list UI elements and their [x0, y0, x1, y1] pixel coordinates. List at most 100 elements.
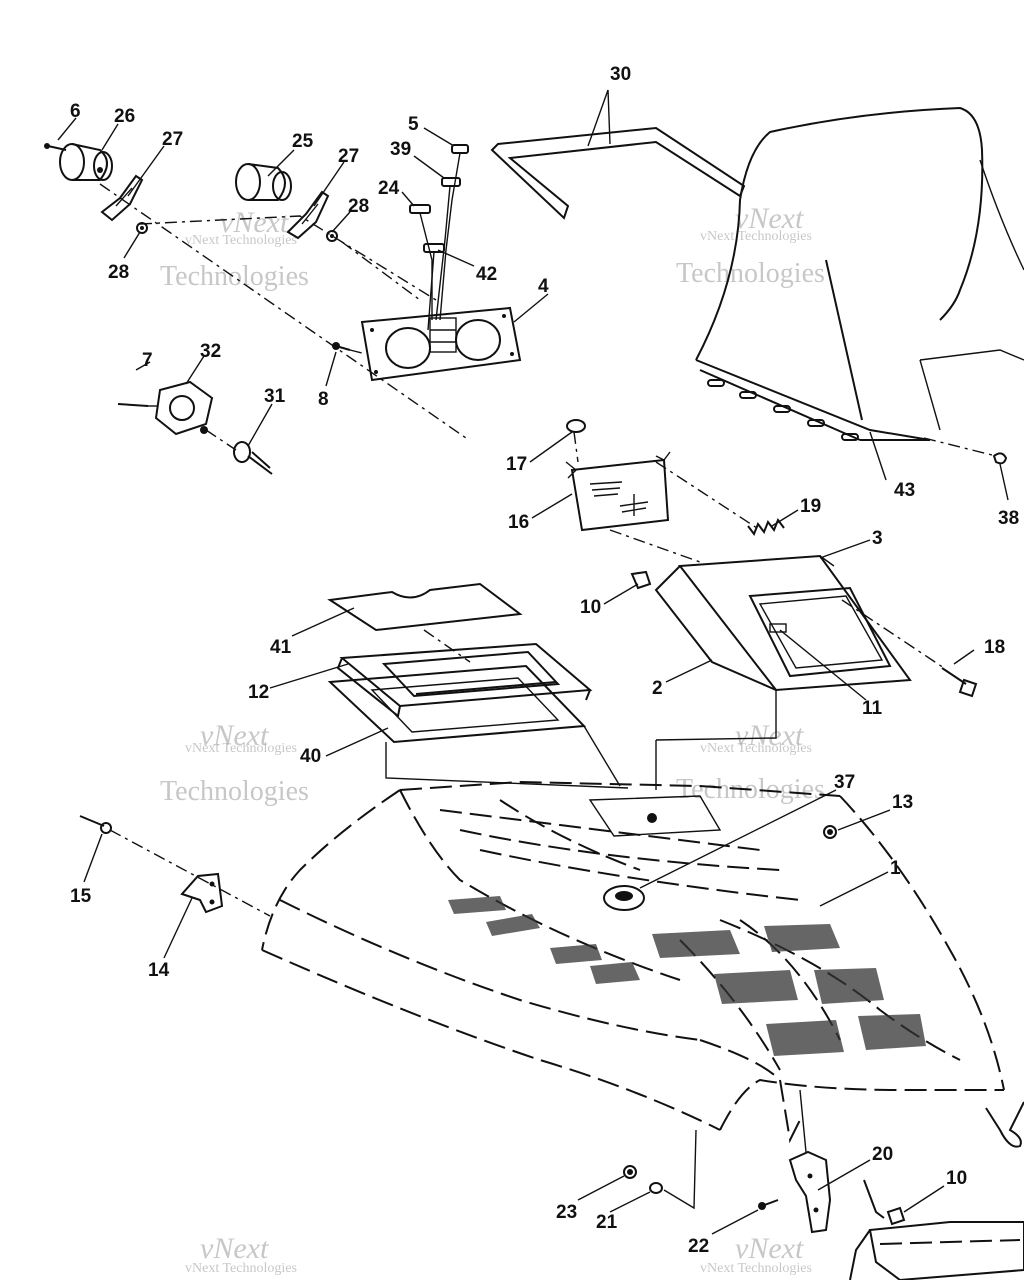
cable-eyelet	[985, 1101, 1024, 1148]
label-38: 38	[998, 508, 1019, 529]
svg-text:vNext: vNext	[735, 202, 804, 235]
label-23: 23	[556, 1202, 577, 1223]
label-24: 24	[378, 178, 400, 199]
label-1: 1	[890, 858, 901, 879]
label-42: 42	[476, 264, 497, 285]
part-37-grommet	[603, 885, 645, 911]
svg-text:vNext: vNext	[220, 206, 289, 239]
svg-text:vNext: vNext	[735, 719, 804, 752]
hood-vents	[448, 896, 926, 1056]
part-15-screw	[79, 815, 112, 834]
part-3-headlight-housing	[654, 554, 912, 692]
label-8: 8	[318, 389, 329, 410]
label-17: 17	[506, 454, 527, 475]
label-19: 19	[800, 496, 821, 517]
part-32-key-switch	[154, 380, 214, 436]
part-18-bolt	[941, 667, 978, 698]
part-28-nut-left	[136, 222, 148, 234]
part-39-bulb	[441, 177, 461, 187]
watermark-bottom-left: vNext vNext Technologies	[185, 1232, 297, 1276]
label-15: 15	[70, 886, 92, 907]
svg-text:vNext Technologies: vNext Technologies	[185, 1261, 297, 1276]
label-5: 5	[408, 114, 419, 135]
part-31-key	[233, 441, 273, 475]
svg-text:vNext Technologies: vNext Technologies	[700, 1261, 812, 1276]
label-11: 11	[862, 698, 883, 719]
part-38-clip	[992, 452, 1008, 465]
svg-text:vNext: vNext	[735, 1232, 804, 1265]
label-13: 13	[892, 792, 913, 813]
svg-text:Technologies: Technologies	[676, 258, 825, 289]
svg-text:vNext: vNext	[200, 719, 269, 752]
part-20-bracket	[788, 1150, 832, 1234]
part-13-nut	[823, 825, 837, 839]
label-10-upper: 10	[580, 597, 601, 618]
svg-text:vNext Technologies: vNext Technologies	[700, 229, 812, 244]
part-26-gauge	[59, 143, 113, 181]
watermark-mid-right: vNext vNext Technologies Technologies	[676, 719, 825, 805]
label-21: 21	[596, 1212, 618, 1233]
label-39: 39	[390, 139, 411, 160]
part-10-clip-lower	[863, 1179, 906, 1226]
part-5-bulb	[451, 144, 469, 154]
svg-text:vNext Technologies: vNext Technologies	[700, 741, 812, 756]
label-18: 18	[984, 637, 1005, 658]
label-10-lower: 10	[946, 1168, 967, 1189]
label-3: 3	[872, 528, 883, 549]
label-41: 41	[270, 637, 292, 658]
label-30: 30	[610, 64, 631, 85]
label-4: 4	[538, 276, 549, 297]
label-27-left: 27	[162, 129, 183, 150]
part-27-bracket-left	[100, 174, 144, 222]
part-12-grille-frame	[336, 642, 593, 718]
svg-text:vNext: vNext	[200, 1232, 269, 1265]
label-43: 43	[894, 480, 915, 501]
wire-harness	[419, 152, 461, 331]
label-28-left: 28	[108, 262, 129, 283]
label-14: 14	[148, 960, 170, 981]
part-40-seal	[327, 664, 587, 744]
label-7: 7	[142, 350, 153, 371]
part-7-screw	[117, 403, 149, 407]
svg-text:vNext Technologies: vNext Technologies	[185, 233, 297, 248]
front-bumper-fragment	[849, 1221, 1024, 1280]
label-2: 2	[652, 678, 663, 699]
label-32: 32	[200, 341, 221, 362]
watermark-group: vNext vNext Technologies Technologies vN…	[160, 202, 825, 1276]
watermark-bottom-right: vNext vNext Technologies	[700, 1232, 812, 1276]
svg-text:Technologies: Technologies	[160, 776, 309, 807]
part-4-instrument-plate	[360, 306, 522, 382]
part-28-nut-right	[326, 230, 338, 242]
part-30-trim-strip	[490, 126, 746, 220]
label-6: 6	[70, 101, 81, 122]
watermark-top-left: vNext vNext Technologies Technologies	[160, 206, 309, 292]
svg-text:Technologies: Technologies	[160, 261, 309, 292]
label-16: 16	[508, 512, 529, 533]
part-21-washer	[649, 1182, 663, 1194]
label-25: 25	[292, 131, 314, 152]
part-25-gauge	[235, 163, 292, 201]
part-24-bulb	[409, 204, 431, 214]
part-17-bulb	[566, 419, 586, 433]
part-22-screw	[758, 1199, 779, 1210]
part-8-screw	[332, 342, 351, 351]
part-16-headlight	[565, 451, 671, 532]
watermark-top-right: vNext vNext Technologies Technologies	[676, 202, 825, 289]
label-26: 26	[114, 106, 135, 127]
label-40: 40	[300, 746, 321, 767]
label-37: 37	[834, 772, 855, 793]
part-27-bracket-right	[286, 190, 330, 240]
callout-labels: 6 26 27 28 25 27 28 5 39 24 42 4 8 7 32 …	[70, 64, 1019, 1257]
label-20: 20	[872, 1144, 893, 1165]
watermark-mid-left: vNext vNext Technologies Technologies	[160, 719, 309, 807]
part-1-hood	[261, 780, 1005, 1144]
label-27-right: 27	[338, 146, 359, 167]
part-23-nut	[623, 1165, 637, 1179]
part-10-clip-upper	[630, 570, 652, 590]
label-28-right: 28	[348, 196, 369, 217]
part-19-spring	[747, 517, 785, 537]
svg-text:vNext Technologies: vNext Technologies	[185, 741, 297, 756]
label-31: 31	[264, 386, 286, 407]
part-43-windshield	[695, 106, 1024, 441]
